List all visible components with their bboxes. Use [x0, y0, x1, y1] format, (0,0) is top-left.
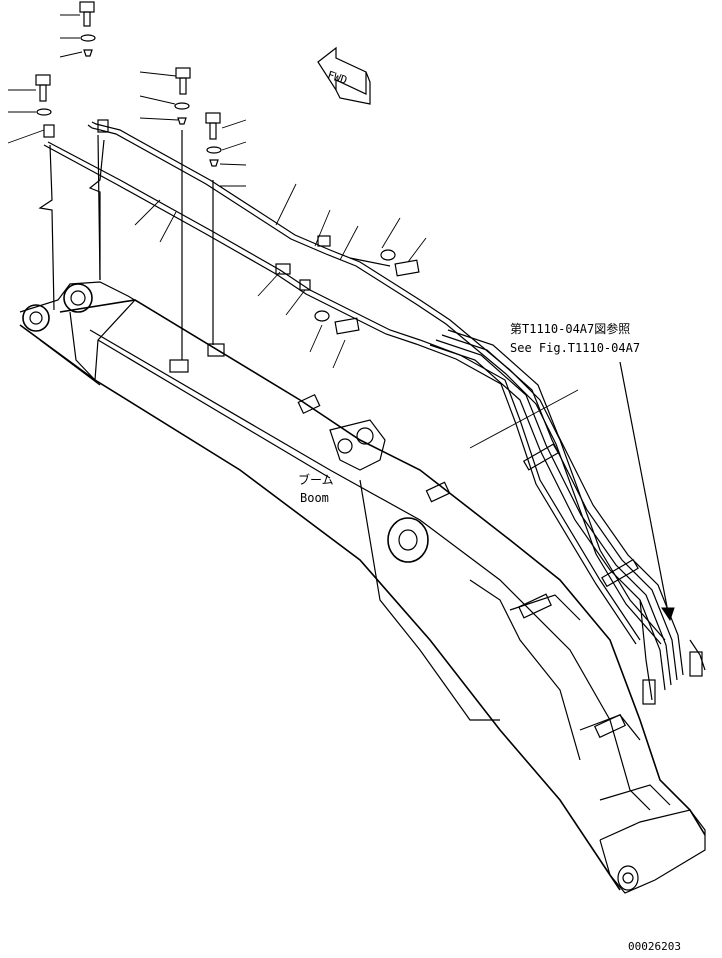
bolt-set-2 [35, 74, 52, 116]
ref-label-jp: 第T1110-04A7図参照 [510, 321, 630, 336]
ref-label-en: See Fig.T1110-04A7 [510, 341, 640, 355]
bolt-set-4 [205, 112, 222, 167]
hose-bundle [429, 329, 706, 705]
bolt-set-5 [349, 249, 420, 277]
fwd-label: FWD [326, 68, 349, 87]
pipe-line-2 [43, 141, 641, 645]
boom-label-jp: ブーム [298, 472, 334, 487]
leader-lines [7, 14, 675, 622]
fwd-arrow: FWD [317, 46, 371, 105]
boom-label-en: Boom [300, 491, 329, 505]
bolt-set-1 [79, 1, 96, 57]
drawing-code: 00026203 [628, 940, 681, 953]
bolt-set-6 [299, 279, 360, 335]
bolt-set-3 [174, 67, 191, 125]
pipe-line-1 [87, 121, 666, 645]
pipe-clamps [38, 119, 331, 373]
boom [19, 281, 706, 894]
